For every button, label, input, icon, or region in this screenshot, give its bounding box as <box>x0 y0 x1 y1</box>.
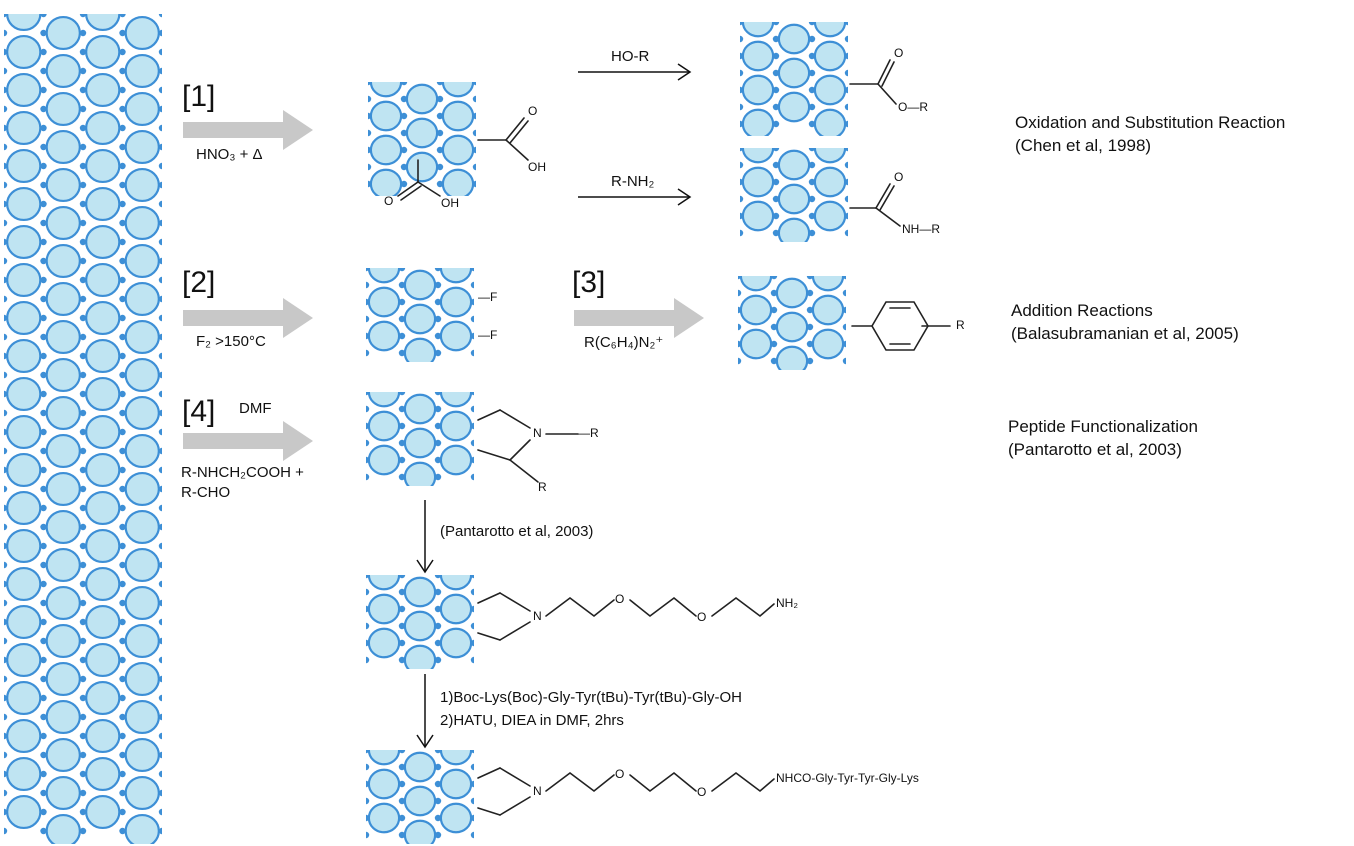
pyrrolidine-n: N <box>533 426 542 440</box>
nanotube-fragment-icon <box>740 22 848 136</box>
ester-or: O—R <box>898 100 928 114</box>
reaction-arrow-2 <box>183 298 313 338</box>
oxidation-ref: (Chen et al, 1998) <box>1015 136 1152 155</box>
step-label-2: [2] <box>182 266 216 299</box>
hydroxyl-1: OH <box>528 160 546 174</box>
peg2-o1: O <box>615 767 625 781</box>
peg1-end: NH₂ <box>776 596 798 610</box>
peg1-o1: O <box>615 592 625 606</box>
nanotube-fragment-icon <box>366 268 474 362</box>
amide-carbonyl-o: O <box>894 170 904 184</box>
step-label-1: [1] <box>182 80 216 113</box>
pyrrolidine-r1: —R <box>578 426 599 440</box>
reagent-hydroxyl: HO-R <box>611 48 650 65</box>
reaction-arrow-4 <box>183 421 313 461</box>
hydroxyl-2: OH <box>441 196 459 210</box>
reagent-2: F₂ >150°C <box>196 333 266 350</box>
nanotube-fragment-icon <box>368 82 476 196</box>
oxidation-title: Oxidation and Substitution Reaction <box>1015 113 1286 132</box>
reagent-4-line1: R-NHCH₂COOH + <box>181 464 304 481</box>
nanotube-fragment-icon <box>366 750 474 844</box>
reagent-3: R(C₆H₄)N₂⁺ <box>584 334 664 351</box>
step-label-3: [3] <box>572 266 606 299</box>
pyrrolidine-r2: R <box>538 480 547 494</box>
reaction-arrow-3 <box>574 298 704 338</box>
peptide-title: Peptide Functionalization <box>1008 417 1198 436</box>
reagent-4-solvent: DMF <box>239 400 272 417</box>
carbonyl-o-1: O <box>528 104 538 118</box>
nanotube-fragment-icon <box>366 392 474 486</box>
peptide-ref: (Pantarotto et al, 2003) <box>1008 440 1182 459</box>
fluorine-1: —F <box>478 290 498 304</box>
coupling-step-1: 1)Boc-Lys(Boc)-Gly-Tyr(tBu)-Tyr(tBu)-Gly… <box>440 689 742 706</box>
down-arrow-ref: (Pantarotto et al, 2003) <box>440 523 594 540</box>
fluorine-2: —F <box>478 328 498 342</box>
addition-ref: (Balasubramanian et al, 2005) <box>1011 324 1239 343</box>
peg1-n: N <box>533 609 542 623</box>
peg2-o2: O <box>697 785 707 799</box>
carbon-nanotube-icon <box>4 14 162 844</box>
peg1-o2: O <box>697 610 707 624</box>
nanotube-fragment-icon <box>738 276 846 370</box>
peg2-n: N <box>533 784 542 798</box>
step-label-4: [4] <box>182 395 216 428</box>
addition-title: Addition Reactions <box>1011 301 1153 320</box>
carbonyl-o-2: O <box>384 194 394 208</box>
reagent-4-line2: R-CHO <box>181 484 231 501</box>
reagent-1: HNO₃ + Δ <box>196 146 263 163</box>
amide-nhr: NH—R <box>902 222 940 236</box>
coupling-step-2: 2)HATU, DIEA in DMF, 2hrs <box>440 712 624 729</box>
nanotube-fragment-icon <box>366 575 474 669</box>
aryl-r: R <box>956 318 965 332</box>
reaction-arrow-1 <box>183 110 313 150</box>
ester-carbonyl-o: O <box>894 46 904 60</box>
peg2-end: NHCO-Gly-Tyr-Tyr-Gly-Lys <box>776 771 919 785</box>
nanotube-fragment-icon <box>740 148 848 242</box>
reagent-amine: R-NH₂ <box>611 173 655 190</box>
